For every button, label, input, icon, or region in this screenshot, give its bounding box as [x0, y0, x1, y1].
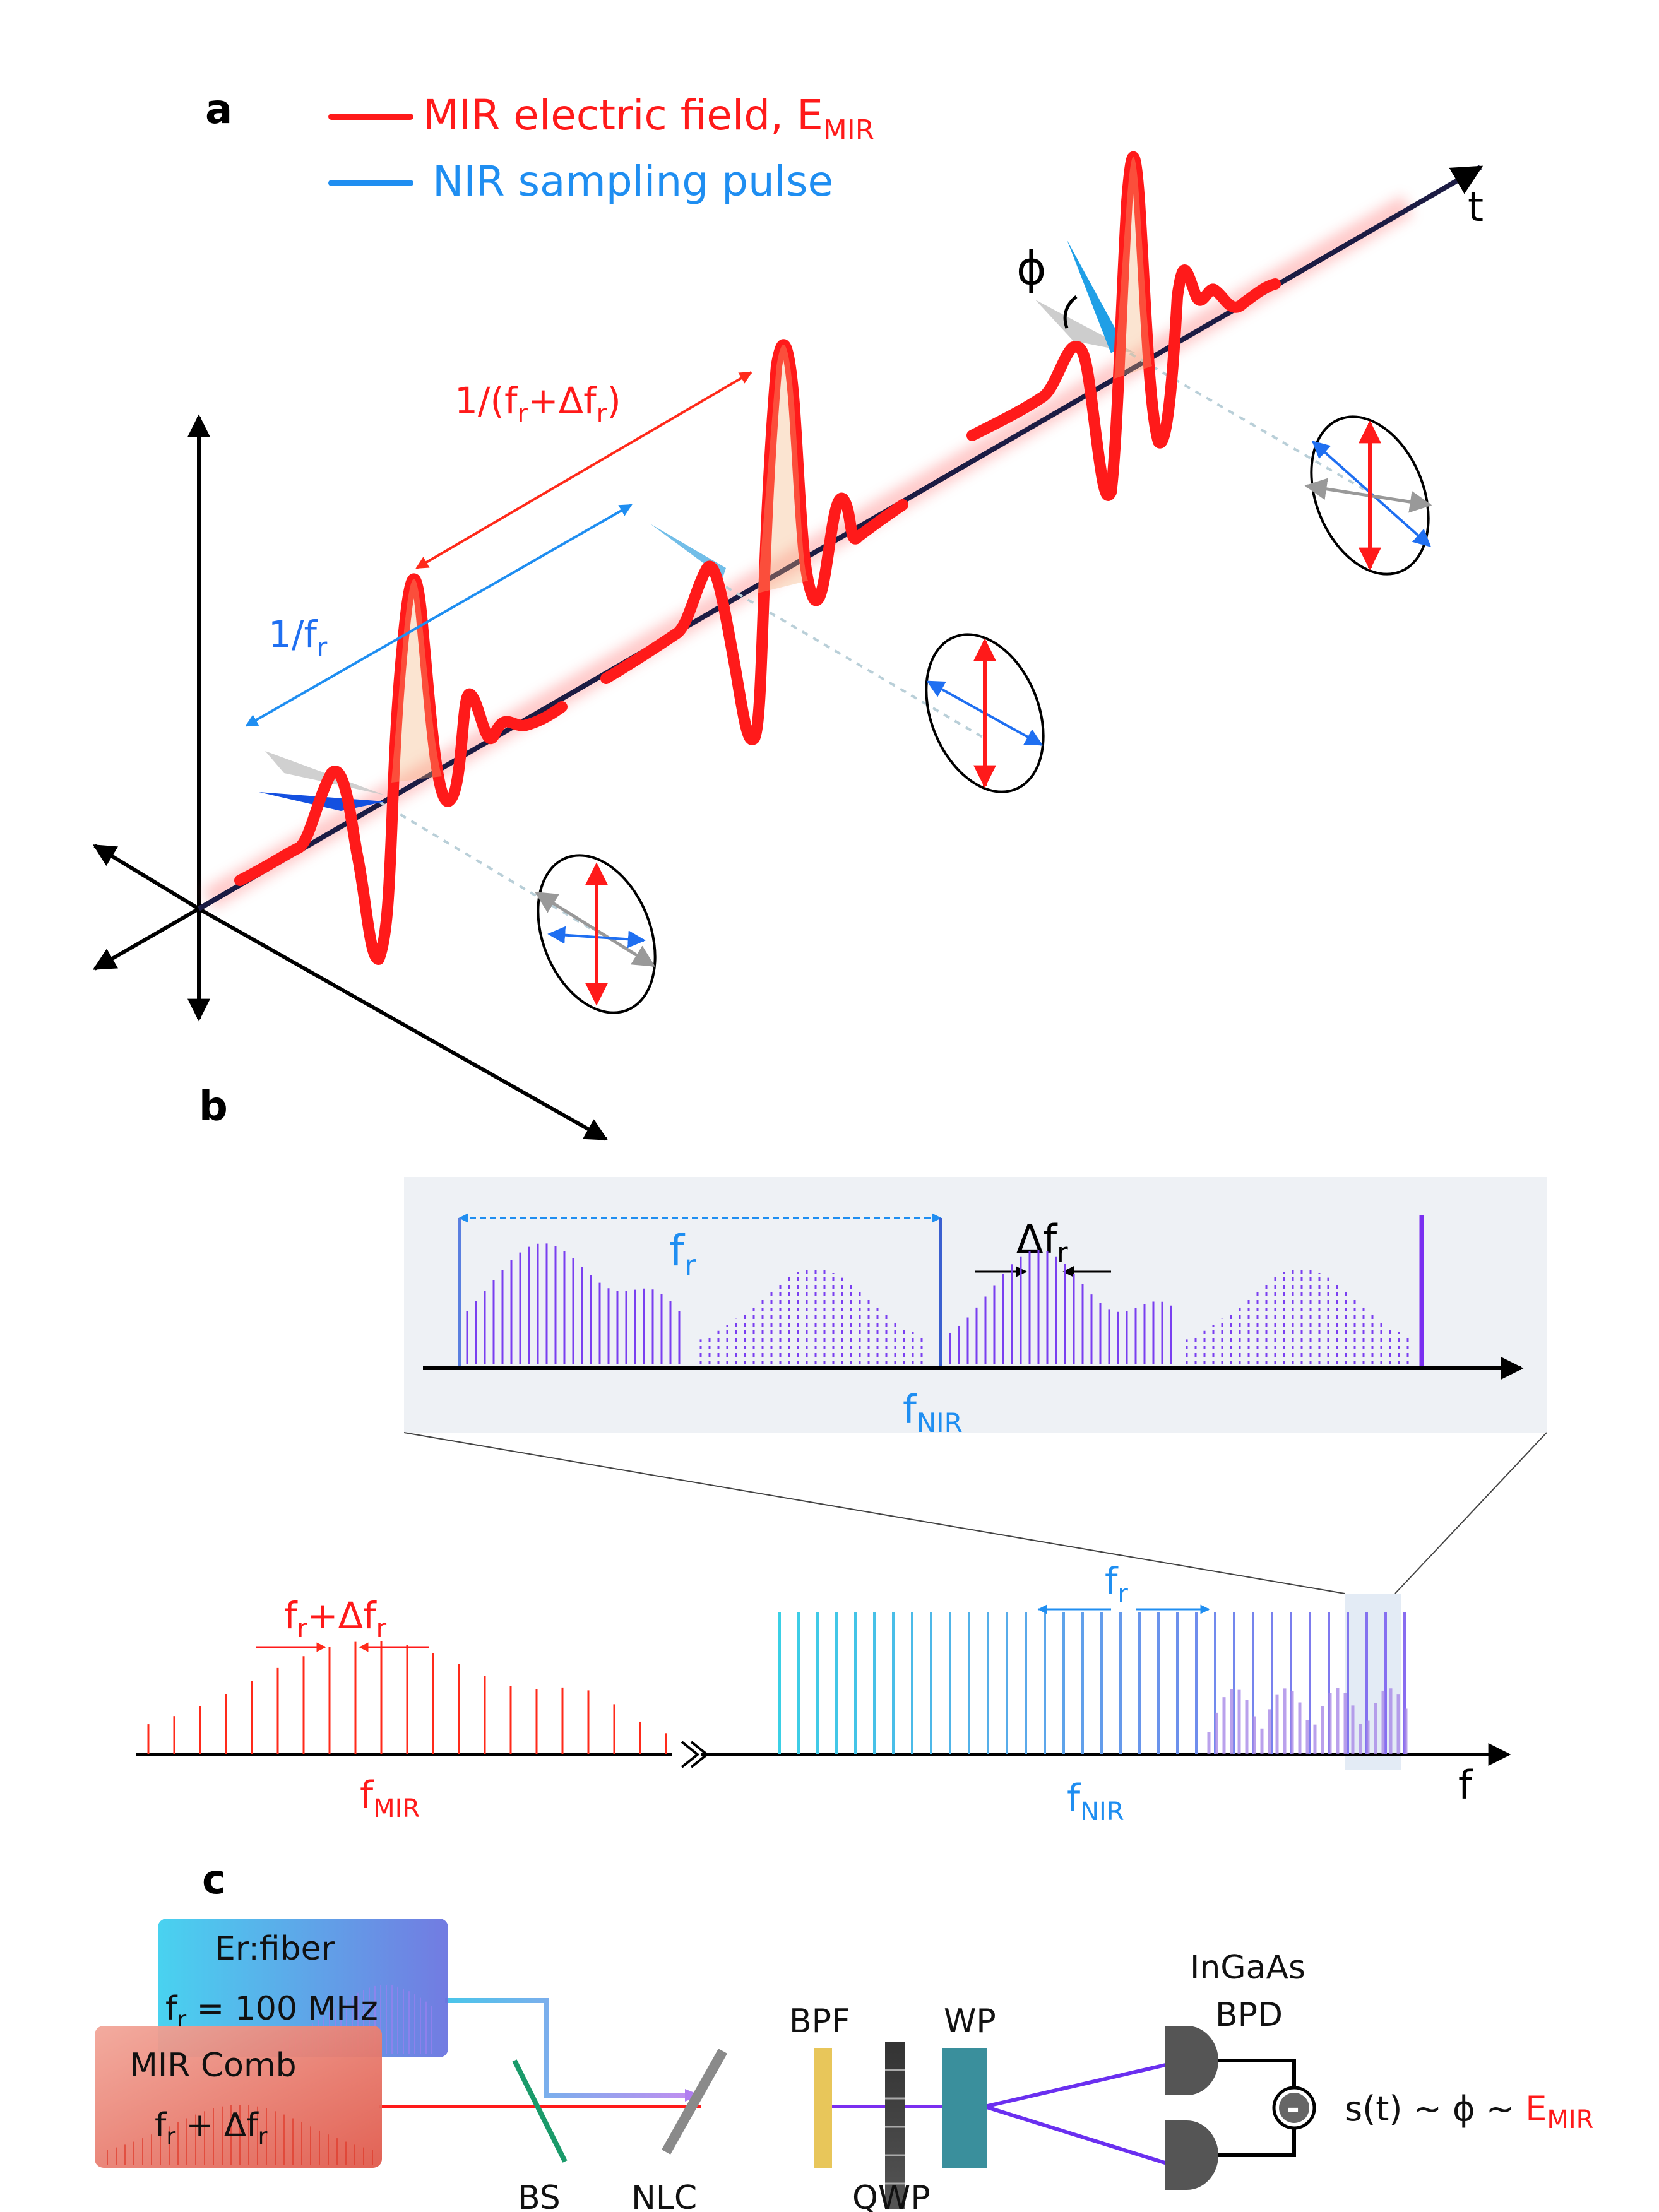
inset-axis-label: fNIR [903, 1387, 963, 1438]
period-mir-label: 1/(fr+Δfr) [455, 379, 621, 429]
split-beam-upper [984, 2062, 1172, 2108]
polarization-ellipse-1 [535, 854, 657, 1014]
mir-waveform-2 [600, 339, 908, 745]
polarization-ellipse-2 [925, 633, 1045, 793]
mir-spacing-label: fr+Δfr [284, 1594, 387, 1643]
axis-back-left [92, 844, 200, 911]
zoom-line-right [1394, 1432, 1547, 1594]
detector-label-2: BPD [1215, 1996, 1283, 2034]
er-fiber-rate: fr = 100 MHz [165, 1990, 378, 2033]
projection-line-1 [378, 800, 601, 935]
period-nir-arrow [245, 504, 633, 727]
legend-nir-label: NIR sampling pulse [432, 157, 833, 206]
polarization-ellipse-3 [1304, 415, 1432, 576]
axis-front-left [92, 907, 200, 971]
mir-comb-source: MIR Comb fr + Δfr [95, 2026, 382, 2168]
mir-comb-rate: fr + Δfr [155, 2107, 268, 2150]
mir-fill-3 [1114, 157, 1152, 379]
main-axis-f-label: f [1458, 1762, 1473, 1808]
mir-comb-title: MIR Comb [129, 2047, 297, 2085]
bandpass-filter [814, 2048, 832, 2168]
phi-arc [1063, 295, 1078, 329]
qwp-segments [885, 2069, 905, 2185]
mir-comb-decoration [107, 2105, 373, 2165]
wollaston-prism [942, 2048, 987, 2168]
quarter-wave-plate [885, 2042, 905, 2209]
inset-box [404, 1177, 1547, 1433]
inset-dfr-label: Δfr [1016, 1216, 1068, 1268]
mir-field [234, 151, 1281, 965]
er-fiber-title: Er:fiber [215, 1930, 335, 1968]
phi-label: ϕ [1016, 242, 1047, 295]
panel-a: a MIR electric field, EMIR NIR sampling … [92, 86, 1484, 1141]
inset-fr-label: fr [669, 1226, 696, 1282]
output-signal-label: s(t) ~ ϕ ~ EMIR [1345, 2089, 1593, 2134]
nlc-label: NLC [631, 2179, 697, 2212]
axes-3d [92, 414, 609, 1141]
photodiode-upper [1165, 2026, 1218, 2095]
mir-comb-lines [147, 1641, 667, 1754]
beamsplitter [512, 2059, 568, 2163]
legend-mir-label: MIR electric field, EMIR [423, 91, 874, 146]
split-beam-lower [984, 2105, 1172, 2167]
wp-label: WP [944, 2002, 996, 2040]
nir-axis-label: fNIR [1067, 1777, 1124, 1826]
panel-c: c Er:fiber fr = 100 MHz MIR Comb fr + Δf… [95, 1857, 1593, 2212]
bpf-label: BPF [789, 2002, 850, 2040]
inset-spectrum: fr Δfr fNIR [423, 1213, 1524, 1438]
inset-comb-lines [466, 1243, 1409, 1364]
mir-waveform-3 [966, 151, 1281, 501]
er-beam [445, 1998, 688, 2098]
qwp-label: QWP [852, 2179, 931, 2212]
photodiode-lower [1165, 2120, 1218, 2190]
axis-front-right [198, 907, 609, 1141]
subtractor-fill [1279, 2093, 1309, 2123]
panel-a-label: a [205, 86, 232, 133]
legend: MIR electric field, EMIR NIR sampling pu… [328, 91, 874, 206]
nir-spacing-label: fr [1105, 1559, 1128, 1609]
projection-lines [378, 352, 1365, 935]
mir-fill-2 [758, 345, 808, 593]
axis-break-icon [681, 1741, 710, 1768]
panel-c-label: c [202, 1857, 226, 1903]
subtractor-minus: - [1287, 2090, 1300, 2127]
er-fiber-source: Er:fiber fr = 100 MHz [158, 1919, 448, 2057]
mir-axis-label: fMIR [360, 1773, 420, 1823]
bs-label: BS [518, 2179, 561, 2212]
nir-pulse-3 [1035, 240, 1136, 353]
panel-b-label: b [199, 1084, 228, 1130]
zoom-line-left [403, 1432, 1345, 1594]
nir-comb-lines [778, 1612, 1408, 1754]
nonlinear-crystal [662, 2049, 727, 2155]
period-nir-label: 1/fr [268, 613, 328, 662]
detector-label-1: InGaAs [1190, 1949, 1305, 1987]
nir-pulse-3-wedge [1067, 240, 1124, 353]
time-axis-label: t [1468, 184, 1484, 231]
panel-b: b fr Δfr fNIR f fr+Δfr fM [136, 1084, 1547, 1826]
